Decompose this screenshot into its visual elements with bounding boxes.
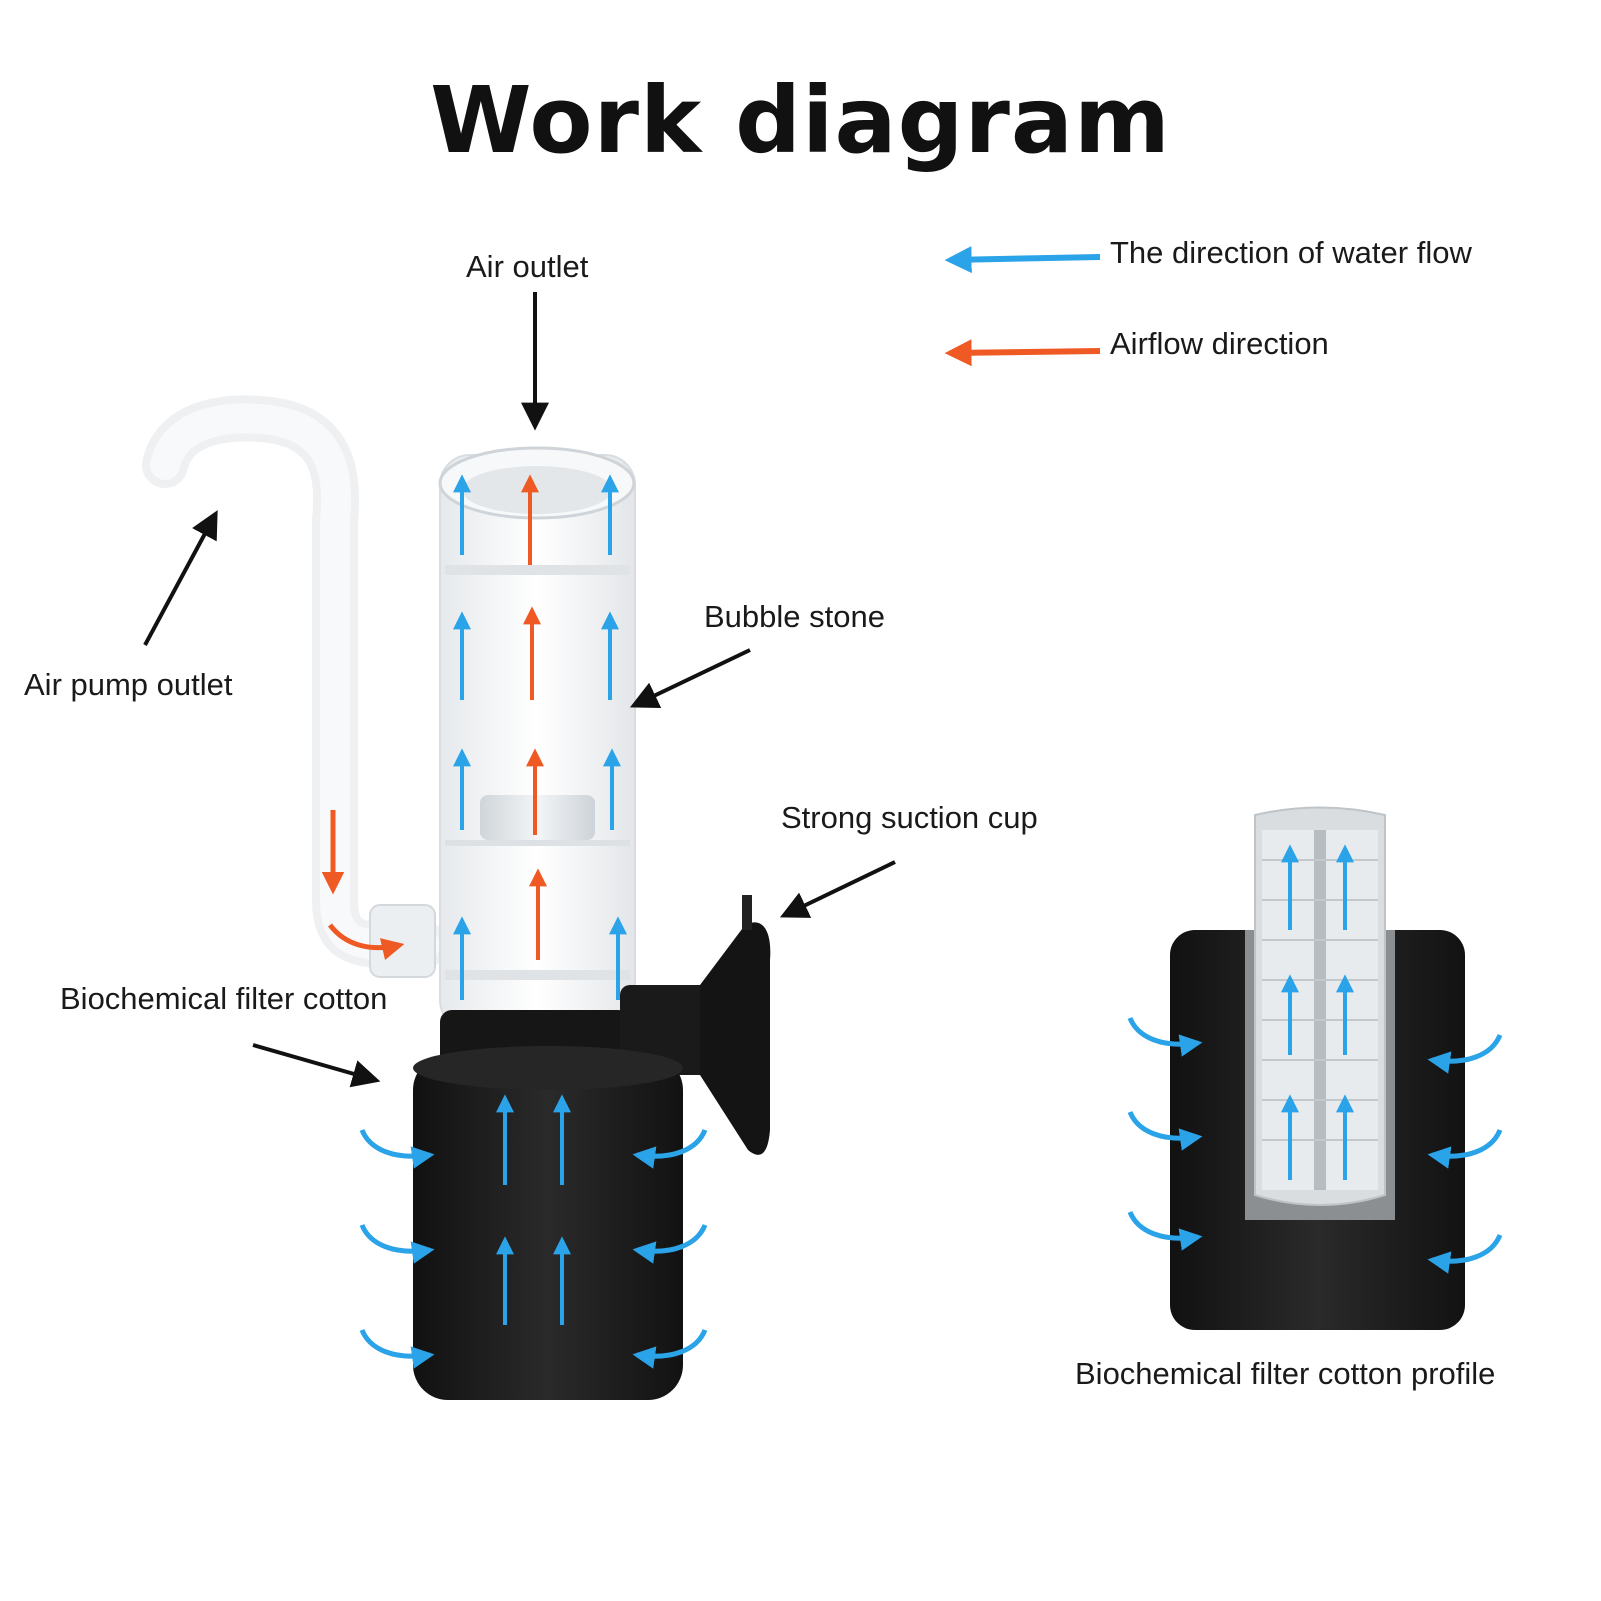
legend-water-flow-arrow: [944, 246, 1101, 274]
pointer-strong-suction-cup: [779, 860, 896, 918]
label-biochemical-filter-cotton: Biochemical filter cotton: [60, 981, 388, 1016]
air-pump-tube: [142, 395, 448, 978]
sponge-upward-water-arrows: [496, 1094, 571, 1325]
profile-inflow-water-arrows: [1127, 1016, 1503, 1274]
profile-inner-tube: [1254, 806, 1386, 1206]
profile-upward-water-arrows: [1281, 844, 1354, 1180]
tube-water-flow-arrows: [453, 474, 627, 1000]
label-strong-suction-cup: Strong suction cup: [781, 800, 1038, 835]
legend-water-flow-label: The direction of water flow: [1110, 235, 1472, 270]
label-bubble-stone: Bubble stone: [704, 599, 885, 634]
label-air-pump-outlet: Air pump outlet: [24, 667, 233, 702]
suction-cup: [700, 895, 771, 1155]
pointer-biochemical-filter-cotton: [252, 1043, 381, 1088]
tube-airflow-arrows: [521, 474, 547, 960]
sponge-filter: [413, 1046, 683, 1400]
legend-airflow-label: Airflow direction: [1110, 326, 1329, 361]
page-title: Work diagram: [430, 67, 1171, 174]
pointer-bubble-stone: [629, 648, 751, 708]
label-air-outlet: Air outlet: [466, 249, 589, 284]
legend-airflow-arrow: [944, 339, 1101, 367]
label-profile-caption: Biochemical filter cotton profile: [1075, 1356, 1496, 1391]
pump-airflow-arrows: [321, 810, 405, 961]
pointer-air-pump-outlet: [143, 510, 218, 646]
sponge-inflow-water-arrows: [359, 1128, 708, 1369]
